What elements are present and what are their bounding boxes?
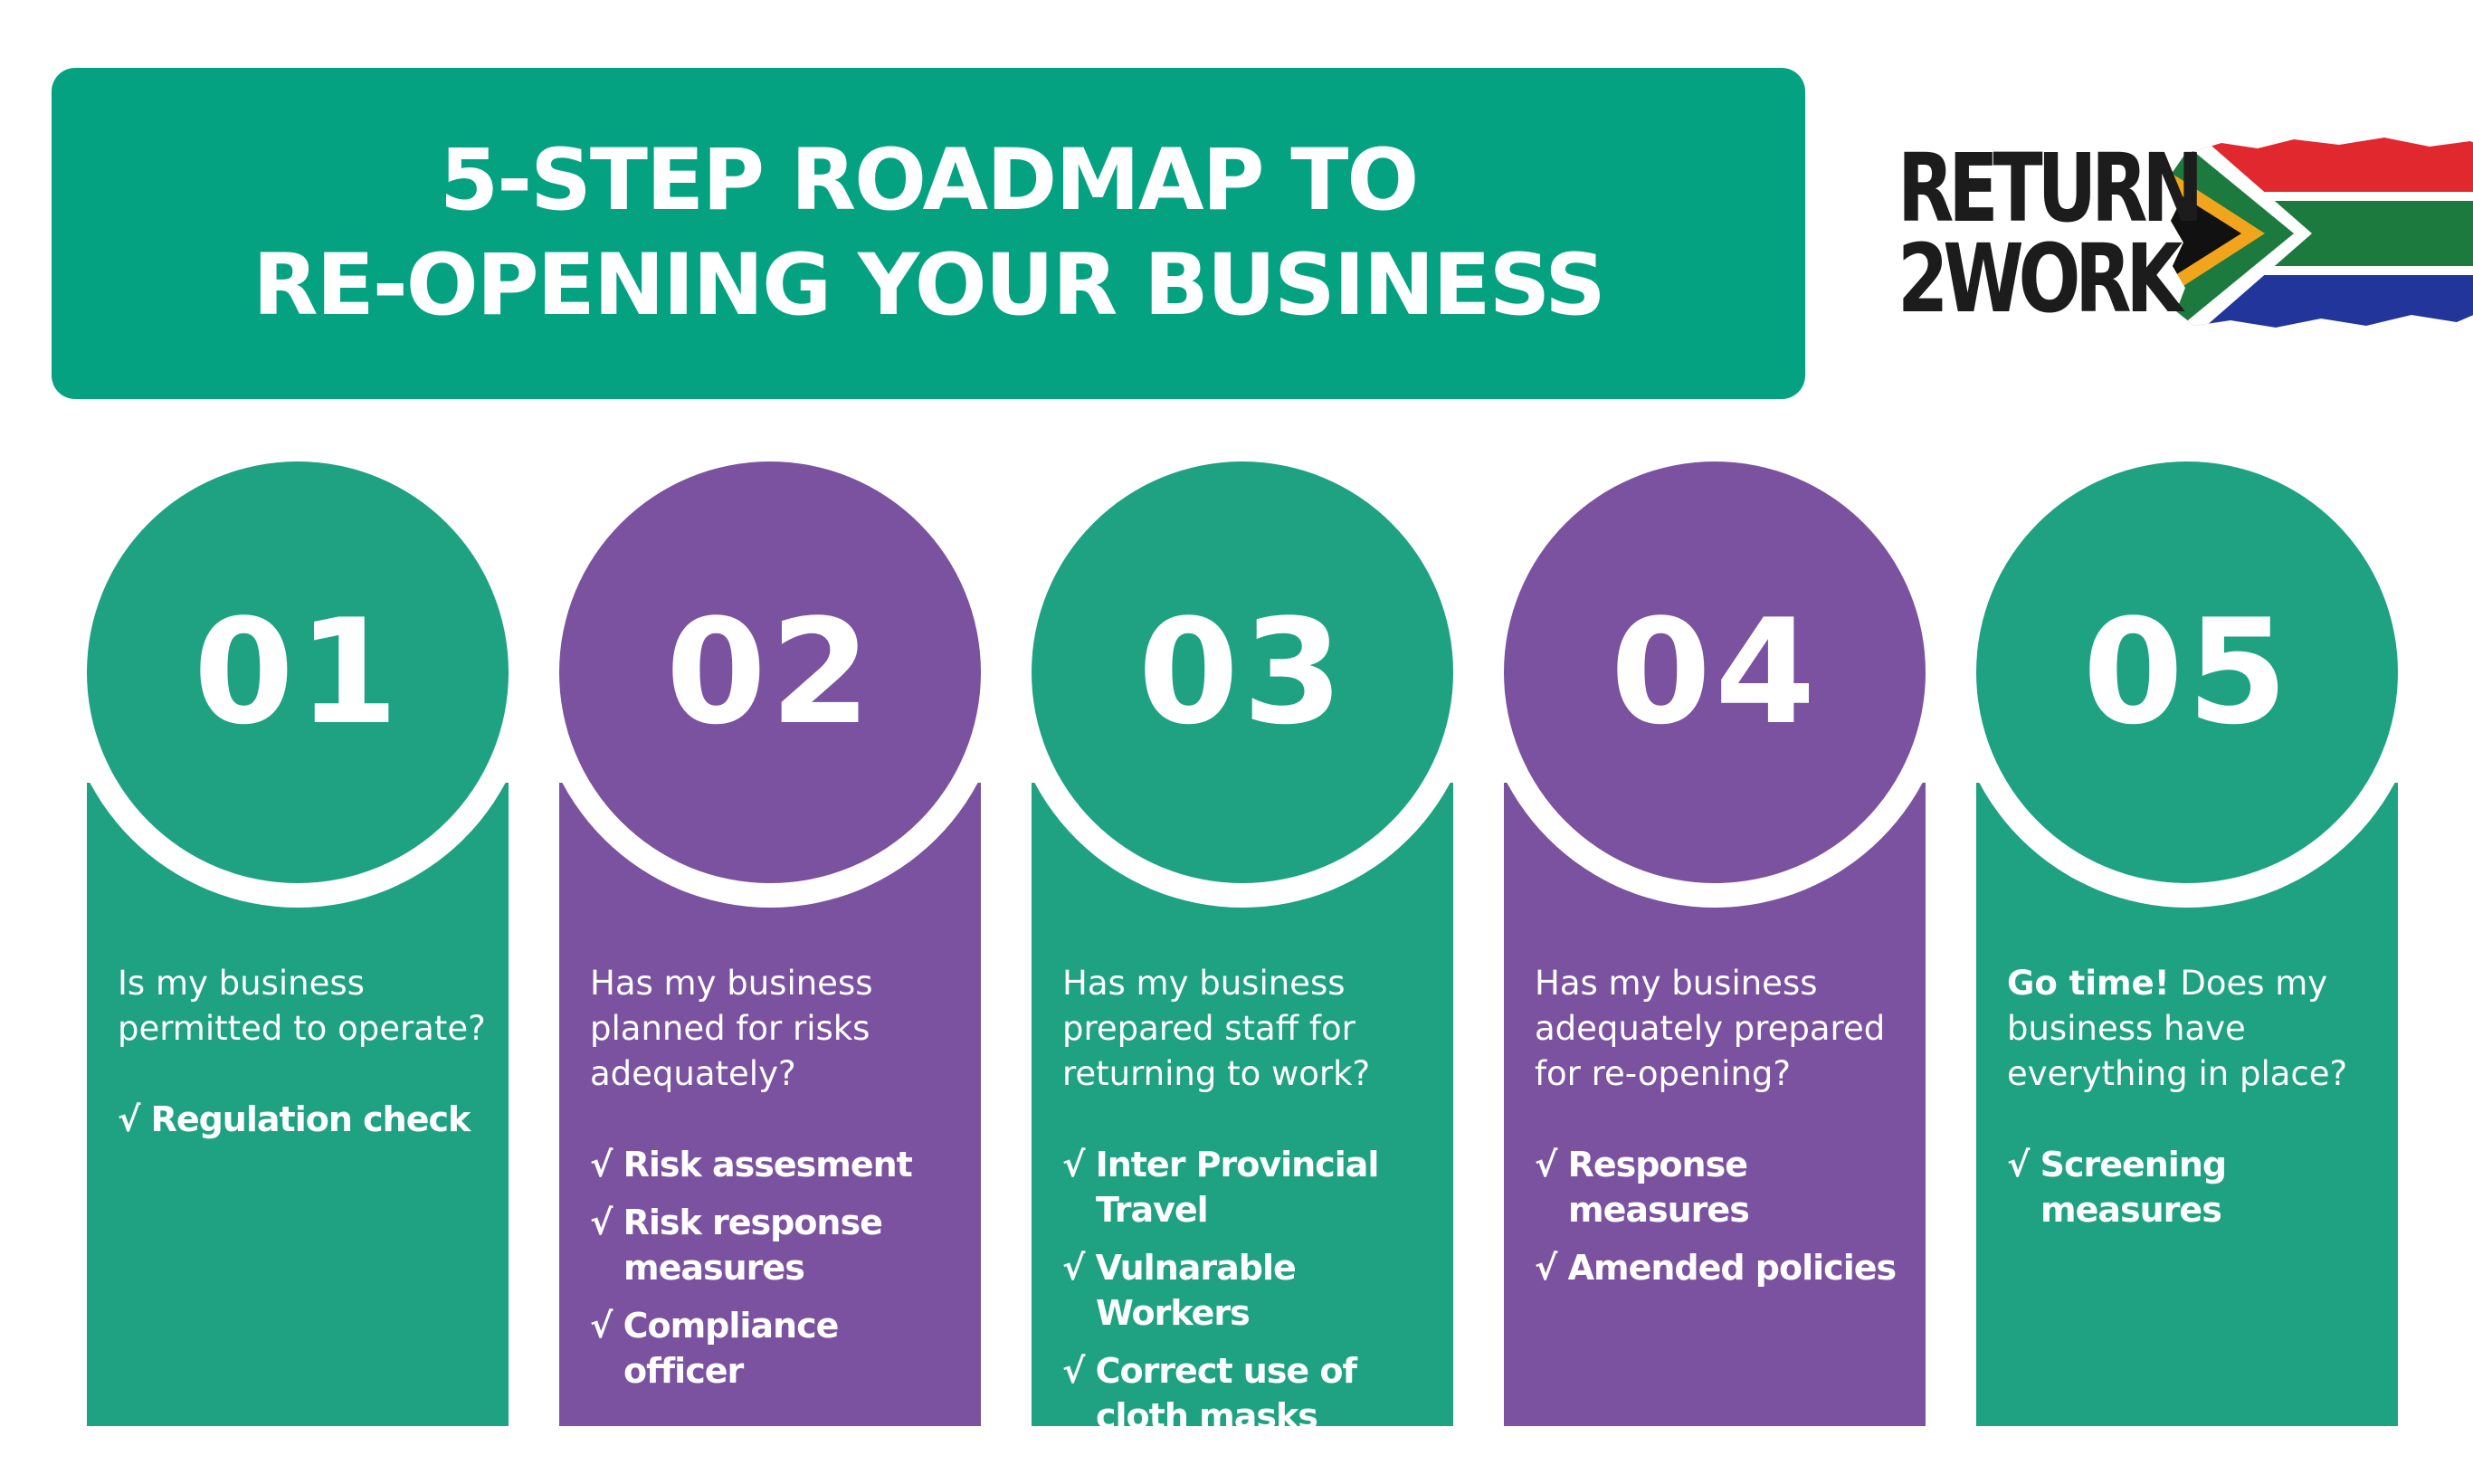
checklist-item: √ Risk assesment xyxy=(590,1145,913,1184)
checklist-item: √ Compliance officer xyxy=(590,1306,839,1391)
checklist-item: √ Inter Provincial Travel xyxy=(1062,1145,1379,1230)
step-question: Go time! Does my business have everythin… xyxy=(2007,961,2383,1097)
step-04-card: 04 Has my business adequately prepared f… xyxy=(1479,437,1950,1426)
page-title-line-1: 5-STEP ROADMAP TO xyxy=(439,131,1420,230)
step-content: Has my business planned for risks adequa… xyxy=(590,961,966,1406)
step-content: Has my business prepared staff for retur… xyxy=(1062,961,1439,1451)
step-number-circle: 01 xyxy=(87,461,509,883)
checklist-item: √ Risk response measures xyxy=(590,1203,883,1288)
step-question: Has my business prepared staff for retur… xyxy=(1062,964,1371,1093)
logo-text-line-2: 2WORK xyxy=(1898,224,2183,334)
step-question: Has my business adequately prepared for … xyxy=(1535,964,1886,1093)
checklist-item: √ Correct use of cloth masks xyxy=(1062,1351,1357,1436)
step-number: 02 xyxy=(665,587,875,756)
step-content: Has my business adequately prepared for … xyxy=(1535,961,1911,1303)
step-question-text: Does my business have everything in plac… xyxy=(2007,964,2348,1093)
page-title-line-2: RE-OPENING YOUR BUSINESS xyxy=(252,236,1606,335)
step-number-circle: 04 xyxy=(1504,461,1926,883)
step-content: Is my business permitted to operate? √ R… xyxy=(118,961,494,1155)
checklist: √ Regulation check xyxy=(118,1097,494,1142)
checklist: √ Screening measures xyxy=(2007,1142,2383,1232)
step-question: Is my business permitted to operate? xyxy=(118,964,486,1048)
south-africa-flag-icon xyxy=(2169,138,2473,328)
step-number-circle: 02 xyxy=(559,461,981,883)
checklist-item: √ Regulation check xyxy=(118,1099,471,1139)
step-number: 01 xyxy=(193,587,403,756)
checklist-item: √ Screening measures xyxy=(2007,1145,2227,1230)
title-banner: 5-STEP ROADMAP TO RE-OPENING YOUR BUSINE… xyxy=(52,68,1805,399)
step-02-card: 02 Has my business planned for risks ade… xyxy=(535,437,1005,1426)
checklist-item: √ Response measures xyxy=(1535,1145,1750,1230)
checklist: √ Response measures √ Amended policies xyxy=(1535,1142,1911,1290)
return2work-logo: RETURN 2WORK xyxy=(1887,133,2473,334)
step-05-card: 05 Go time! Does my business have everyt… xyxy=(1952,437,2422,1426)
logo-text: RETURN 2WORK xyxy=(1898,133,2203,334)
step-01-card: 01 Is my business permitted to operate? … xyxy=(62,437,533,1426)
checklist: √ Inter Provincial Travel √ Vulnarable W… xyxy=(1062,1142,1439,1439)
step-question-emphasis: Go time! xyxy=(2007,964,2170,1003)
step-content: Go time! Does my business have everythin… xyxy=(2007,961,2383,1245)
checklist-item: √ Vulnarable Workers xyxy=(1062,1248,1297,1333)
step-number: 03 xyxy=(1137,587,1347,756)
step-number: 04 xyxy=(1610,587,1820,756)
step-03-card: 03 Has my business prepared staff for re… xyxy=(1007,437,1478,1436)
step-number: 05 xyxy=(2082,587,2292,756)
checklist-item: √ Amended policies xyxy=(1535,1248,1897,1288)
step-number-circle: 03 xyxy=(1032,461,1453,883)
step-question: Has my business planned for risks adequa… xyxy=(590,964,873,1093)
logo-text-line-1: RETURN xyxy=(1898,133,2203,243)
step-number-circle: 05 xyxy=(1976,461,2398,883)
checklist: √ Risk assesment √ Risk response measure… xyxy=(590,1142,966,1394)
